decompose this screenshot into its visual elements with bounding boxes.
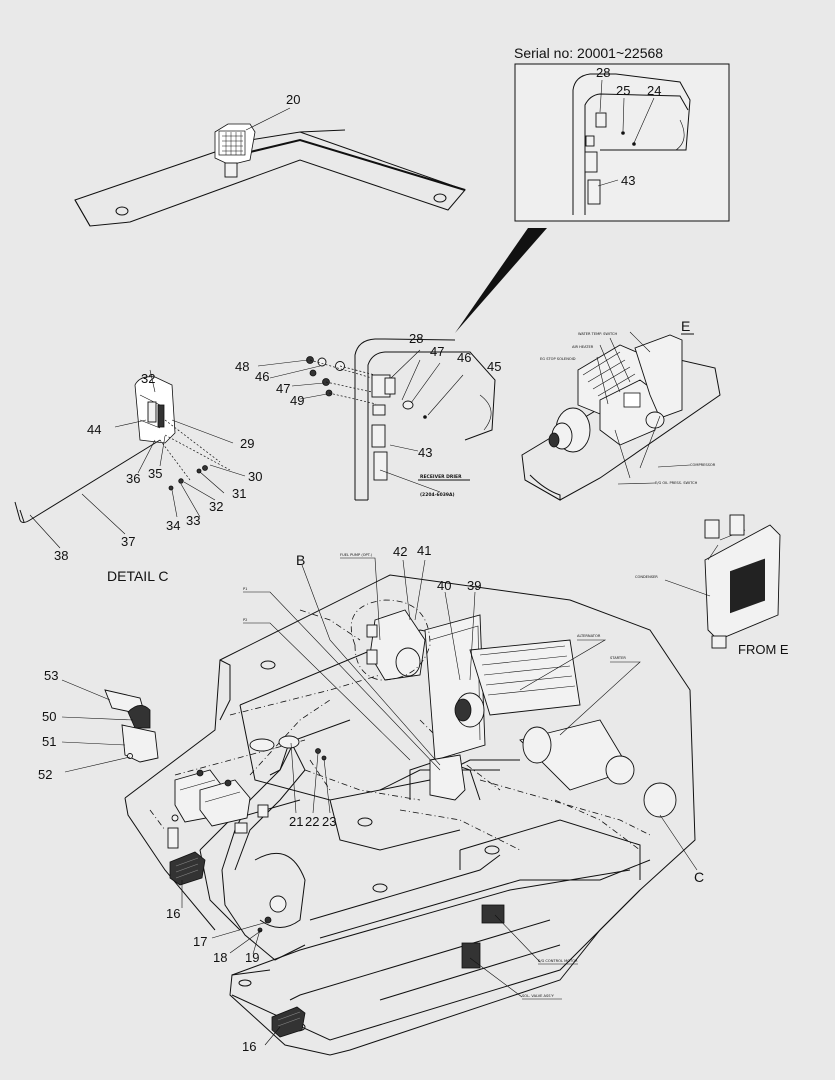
tag-p1: P1 <box>243 587 247 591</box>
from-e-title: FROM E <box>738 642 789 657</box>
callout-34: 34 <box>166 518 180 533</box>
upper-frame <box>124 574 696 1056</box>
callout-36: 36 <box>126 471 140 486</box>
letter-b: B <box>296 552 305 568</box>
tag-eg-control-motor: E/G CONTROL MOTOR <box>538 959 578 963</box>
tag-receiver-drier-no: (2204-6039A) <box>420 492 455 498</box>
callout-47: 47 <box>430 344 444 359</box>
callout-19: 19 <box>245 950 259 965</box>
tag-alternator: ALTERNATOR <box>577 634 601 638</box>
engine-assembly: WATER TEMP. SWITCH AIR HEATER EG STOP SO… <box>521 318 721 501</box>
serial-inset: Serial no: 20001~22568 28 25 24 43 <box>514 45 730 222</box>
letter-e: E <box>681 318 690 334</box>
letter-c: C <box>694 869 704 885</box>
callout-43: 43 <box>418 445 432 460</box>
callout-29: 29 <box>240 436 254 451</box>
callout-16-rear: 16 <box>242 1039 256 1054</box>
callout-53: 53 <box>44 668 58 683</box>
callout-18: 18 <box>213 950 227 965</box>
serial-label: Serial no: 20001~22568 <box>514 45 663 61</box>
callout-40: 40 <box>437 578 451 593</box>
callout-21: 21 <box>289 814 303 829</box>
detail-c: 32 44 29 36 35 30 31 32 33 34 37 38 DETA… <box>14 369 262 584</box>
callout-16-frame: 16 <box>166 906 180 921</box>
callout-17: 17 <box>193 934 207 949</box>
detail-c-title: DETAIL C <box>107 568 168 584</box>
hardware-stack <box>306 356 345 397</box>
tag-oil-press-switch: E/G OIL PRESS. SWITCH <box>655 481 698 485</box>
tag-p2: P2 <box>243 618 247 622</box>
callout-37: 37 <box>121 534 135 549</box>
callout-33: 33 <box>186 513 200 528</box>
callout-52: 52 <box>38 767 52 782</box>
callout-24: 24 <box>647 83 661 98</box>
work-lamp <box>214 123 256 178</box>
engine-block-frame <box>234 599 677 969</box>
tag-fuel-pump: FUEL PUMP (OPT.) <box>340 553 373 557</box>
frame-callouts: B 42 41 40 39 21 22 23 16 17 18 19 16 C … <box>166 92 704 1054</box>
callout-32-top: 32 <box>141 371 155 386</box>
callout-20: 20 <box>286 92 300 107</box>
callout-48: 48 <box>235 359 249 374</box>
callout-47-left: 47 <box>276 381 290 396</box>
callout-23: 23 <box>322 814 336 829</box>
tag-starter: STARTER <box>610 656 626 660</box>
callout-44: 44 <box>87 422 101 437</box>
callout-25: 25 <box>616 83 630 98</box>
tag-water-temp-switch: WATER TEMP. SWITCH <box>578 332 617 336</box>
frame-lamp-16 <box>167 814 206 886</box>
tag-compressor: COMPRESSOR <box>690 463 716 467</box>
callout-50: 50 <box>42 709 56 724</box>
tag-eg-stop-solenoid: EG STOP SOLENOID <box>540 357 576 361</box>
callout-51: 51 <box>42 734 56 749</box>
rear-lamp-16 <box>271 1006 306 1038</box>
boom-assembly <box>74 123 466 227</box>
inset-pointer <box>455 228 547 333</box>
callout-32: 32 <box>209 499 223 514</box>
callout-42: 42 <box>393 544 407 559</box>
tag-receiver-drier: RECEIVER DRIER <box>420 474 462 480</box>
callout-38: 38 <box>54 548 68 563</box>
from-e-view: CONDENSER FROM E <box>635 514 789 657</box>
receiver-drier-assembly: RECEIVER DRIER (2204-6039A) 28 47 46 45 … <box>235 331 501 501</box>
callout-31: 31 <box>232 486 246 501</box>
switch-assembly: 53 50 51 52 <box>38 668 159 782</box>
batteries <box>174 769 251 827</box>
callout-46-left: 46 <box>255 369 269 384</box>
callout-35: 35 <box>148 466 162 481</box>
callout-22: 22 <box>305 814 319 829</box>
frame-part-tags: FUEL PUMP (OPT.) ALTERNATOR STARTER P1 P… <box>243 553 641 1000</box>
callout-28-inset: 28 <box>596 65 610 80</box>
callout-39: 39 <box>467 578 481 593</box>
callout-28: 28 <box>409 331 423 346</box>
callout-41: 41 <box>417 543 431 558</box>
callout-45: 45 <box>487 359 501 374</box>
tag-condenser: CONDENSER <box>635 575 658 579</box>
callout-30: 30 <box>248 469 262 484</box>
tag-air-heater: AIR HEATER <box>572 345 594 349</box>
callout-49: 49 <box>290 393 304 408</box>
callout-43-inset: 43 <box>621 173 635 188</box>
callout-46: 46 <box>457 350 471 365</box>
tag-sol-valve-assy: SOL. VALVE ASS'Y <box>522 994 555 998</box>
